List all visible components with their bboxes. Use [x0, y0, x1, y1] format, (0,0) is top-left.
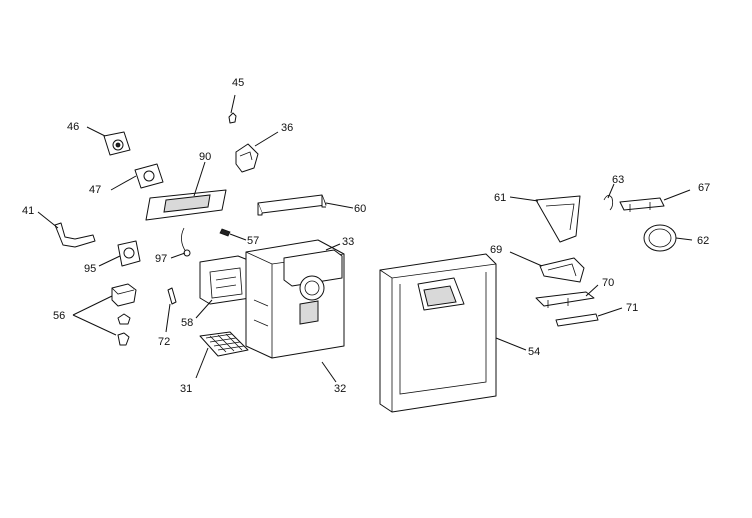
label-63: 63 — [612, 174, 624, 186]
label-62: 62 — [697, 235, 709, 247]
part-45-clip — [228, 94, 237, 124]
part-95-box — [98, 240, 141, 267]
label-90: 90 — [199, 151, 211, 163]
label-45: 45 — [232, 77, 244, 89]
part-70-lever-arm — [535, 284, 599, 308]
label-97: 97 — [155, 253, 167, 265]
part-36-bracket — [235, 131, 279, 173]
label-60: 60 — [354, 203, 366, 215]
label-36: 36 — [281, 122, 293, 134]
label-70: 70 — [602, 277, 614, 289]
label-95: 95 — [84, 263, 96, 275]
callout-labels: 45 46 36 90 47 41 60 57 33 97 95 56 72 5… — [22, 77, 710, 395]
label-41: 41 — [22, 205, 34, 217]
part-97-hook — [170, 227, 191, 259]
part-90-panel — [145, 161, 227, 221]
part-69-flap — [509, 251, 585, 283]
label-54: 54 — [528, 346, 540, 358]
label-57: 57 — [247, 235, 259, 247]
part-57-screw — [219, 228, 247, 241]
part-54-door-panel — [379, 253, 527, 413]
label-58: 58 — [181, 317, 193, 329]
part-47-plate — [110, 163, 164, 191]
part-60-bar — [257, 194, 354, 216]
part-72-pin — [165, 287, 177, 333]
part-32-housing — [245, 239, 345, 383]
label-72: 72 — [158, 336, 170, 348]
part-56-assembly — [72, 283, 137, 346]
label-67: 67 — [698, 182, 710, 194]
label-56: 56 — [53, 310, 65, 322]
label-33: 33 — [342, 236, 354, 248]
part-62-ring — [643, 224, 693, 252]
label-46: 46 — [67, 121, 79, 133]
label-71: 71 — [626, 302, 638, 314]
part-31-tray — [195, 331, 249, 379]
part-41-lever — [37, 211, 96, 248]
part-63-spring — [603, 183, 615, 211]
label-47: 47 — [89, 184, 101, 196]
label-69: 69 — [490, 244, 502, 256]
part-46-cap — [86, 126, 131, 156]
part-61-chute — [509, 195, 581, 243]
part-71-rod — [555, 307, 623, 327]
label-32: 32 — [334, 383, 346, 395]
label-61: 61 — [494, 192, 506, 204]
part-58-bracket — [195, 255, 251, 319]
part-67-plate — [619, 189, 691, 212]
label-31: 31 — [180, 383, 192, 395]
